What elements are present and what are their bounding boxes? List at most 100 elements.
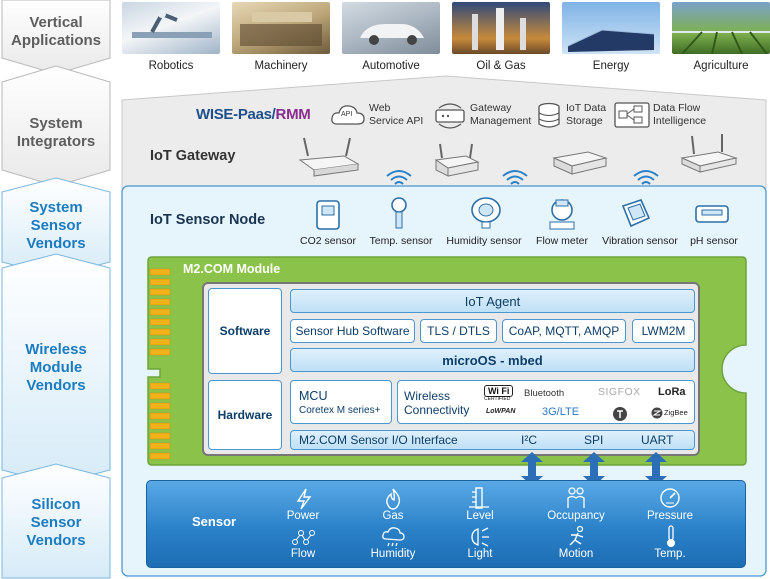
gateway-device-1 [298,137,360,177]
layer-label-wireless-module-vendors: Wireless Module Vendors [25,341,87,394]
spi-bidirectional-arrow-icon [583,452,605,486]
agriculture-photo [672,2,770,54]
oil-gas-photo [452,2,550,54]
tab-silicon-sensor-vendors [1,463,111,579]
bluetooth-logo: Bluetooth [524,388,565,399]
tab-system-integrators [1,65,111,187]
cloud-api-label: API [341,111,353,118]
mcu-box: MCU Coretex M series+ [290,380,392,424]
layer-label-system-sensor-vendors: System Sensor Vendors [26,199,86,252]
wifi-signal-icon [386,170,412,185]
power-icon [296,488,312,510]
tab-wireless-module-vendors [1,253,111,485]
layer-label-vertical-applications: Vertical Applications [10,14,101,49]
gateway-device-3 [552,151,608,175]
i2c-bidirectional-arrow-icon [521,452,543,486]
wifi-signal-icon [502,170,528,185]
flow-nodes-icon [292,530,315,545]
pressure-gauge-icon [660,488,680,508]
motion-icon [569,525,584,546]
vibration-sensor-icon [621,199,651,228]
app-caption-agriculture: Agriculture [693,60,749,72]
light-icon [471,527,489,547]
service-iot-data-storage: IoT Data Storage [566,102,607,127]
microos-mbed-bar: microOS - mbed [290,348,695,372]
energy-photo [562,2,660,54]
hardware-label: Hardware [208,380,282,450]
bus-i2c-label: I²C [521,433,537,447]
sensor-io-interface-bar: M2.COM Sensor I/O Interface I²C SPI UART [290,430,695,450]
humidity-cloud-icon [382,527,405,547]
robotics-photo [122,2,220,54]
sensor-type-light: Light [467,548,493,560]
service-data-flow-intelligence: Data Flow Intelligence [653,102,707,127]
sensor-type-level: Level [466,510,494,522]
tab-system-sensor-vendors [1,177,111,277]
sensor-io-interface-label: M2.COM Sensor I/O Interface [299,433,458,447]
data-flow-icon [614,102,650,128]
iot-agent-bar: IoT Agent [290,289,695,313]
zigbee-logo: ZigBee [664,408,688,417]
zigbee-symbol-icon [651,407,663,419]
temp-sensor-icon [391,197,407,229]
3g-lte-logo: 3G/LTE [542,406,580,418]
bus-uart-label: UART [641,433,674,447]
service-gateway-management: Gateway Management [470,102,532,127]
wireless-connectivity-box: Wireless Connectivity [397,380,695,424]
layer-label-silicon-sensor-vendors: Silicon Sensor Vendors [26,496,86,549]
sensor-hub-software-box: Sensor Hub Software [290,319,415,343]
co2-sensor-icon [316,200,340,230]
sensor-type-temp: Temp. [654,548,686,560]
sensor-caption-vibration: Vibration sensor [602,235,678,247]
sensor-layer-bar [146,480,746,568]
6lowpan-logo: LoWPAN [486,408,516,415]
app-caption-automotive: Automotive [362,60,420,72]
wise-paas-rmm-logo: WISE-Paas/RMM [196,106,311,123]
sensor-caption-flow-meter: Flow meter [536,235,588,247]
sensor-type-occupancy: Occupancy [547,510,605,522]
wireless-connectivity-title: Wireless Connectivity [404,389,470,417]
gateway-device-4 [680,134,738,173]
wifi-logo: Wi Fi [484,385,514,397]
sensor-caption-humidity: Humidity sensor [446,235,522,247]
ph-sensor-icon [695,205,729,223]
mcu-subtitle: Coretex M series+ [299,405,381,416]
brand-wise-paas: WISE-Paas/ [196,106,276,123]
humidity-sensor-icon [471,197,501,229]
service-web-service-api: Web Service API [369,102,424,127]
cloud-api-icon [331,105,365,125]
sensor-type-gas: Gas [382,510,404,522]
tab-vertical-applications [1,0,111,75]
mcu-title: MCU [299,389,328,403]
sensor-caption-ph: pH sensor [690,235,738,247]
software-label: Software [208,288,282,374]
gateway-device-2 [434,143,480,177]
wifi-certified-text: CERTIFIED [484,396,511,402]
sensor-caption-co2: CO2 sensor [299,235,357,247]
level-gauge-icon [469,487,489,509]
sensor-type-motion: Motion [558,548,594,560]
sensor-type-pressure: Pressure [646,510,694,522]
sensor-type-humidity: Humidity [370,548,416,560]
uart-bidirectional-arrow-icon [645,452,667,486]
automotive-photo [342,2,440,54]
temperature-icon [667,525,675,547]
app-caption-oil-gas: Oil & Gas [476,60,526,72]
flow-meter-icon [549,199,575,230]
app-caption-machinery: Machinery [254,60,308,72]
sigfox-logo: SIGFOX [598,386,641,398]
coap-mqtt-amqp-box: CoAP, MQTT, AMQP [502,319,626,343]
app-caption-robotics: Robotics [148,60,194,72]
tls-dtls-box: TLS / DTLS [420,319,497,343]
thread-logo-icon [613,407,627,421]
lwm2m-box: LWM2M [632,319,695,343]
layer-label-system-integrators: System Integrators [16,115,96,150]
gateway-sync-icon [435,103,465,129]
m2com-module-title: M2.COM Module [183,262,281,276]
bus-spi-label: SPI [584,433,604,447]
iot-gateway-title: IoT Gateway [150,148,236,164]
occupancy-people-icon [567,487,585,508]
machinery-photo [232,2,330,54]
app-caption-energy: Energy [592,60,630,72]
